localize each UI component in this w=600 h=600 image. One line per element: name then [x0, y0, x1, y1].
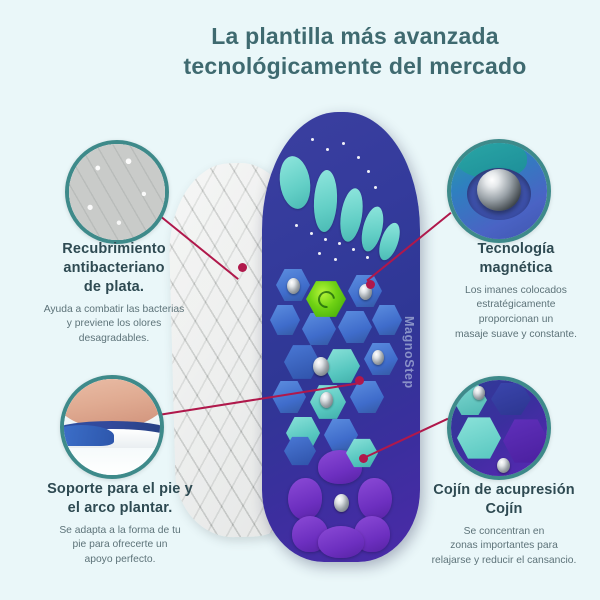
callout-heading-cushion: Cojín de acupresión Cojín [408, 481, 600, 519]
callout-body-silver: Ayuda a combatir las bacterias y previen… [14, 303, 214, 347]
heading-line: Tecnología [477, 241, 555, 257]
callout-image-cushion[interactable] [447, 376, 551, 480]
magnet-stud [320, 392, 333, 408]
callout-heading-arch: Soporte para el pie y el arco plantar. [14, 480, 226, 518]
texture-dot [326, 148, 330, 152]
callout-text-silver: Recubrimiento antibacteriano de plata. A… [14, 240, 214, 346]
body-line: Ayuda a combatir las bacterias [43, 303, 185, 315]
insole-blue-layer [64, 425, 114, 447]
toe-pad [312, 169, 339, 233]
cushion-magnet-stud [473, 386, 485, 400]
magnet-stud [287, 278, 300, 294]
callout-text-arch: Soporte para el pie y el arco plantar. S… [14, 480, 226, 568]
acupressure-cushion-icon [451, 380, 547, 476]
callout-image-magnet[interactable] [447, 139, 551, 243]
heading-line: el arco plantar. [67, 499, 173, 516]
body-line: apoyo perfecto. [84, 553, 156, 565]
callout-text-magnet: Tecnología magnética Los imanes colocado… [432, 240, 600, 342]
callout-body-magnet: Los imanes colocados estratégicamente pr… [432, 284, 600, 342]
foot-skin-shape [64, 379, 160, 429]
body-line: relajarse y reducir el cansancio. [431, 554, 577, 566]
page-title-line-2: tecnológicamente del mercado [183, 52, 527, 79]
chrome-magnet-ball [477, 169, 521, 212]
callout-image-arch[interactable] [60, 375, 164, 479]
body-line: Los imanes colocados [465, 284, 567, 296]
pressure-cell [338, 311, 372, 343]
pressure-cell [350, 381, 384, 413]
texture-dot [310, 232, 314, 236]
connector-endpoint-silver [238, 263, 247, 272]
heel-magnet-stud [334, 494, 349, 512]
texture-dot [352, 248, 356, 252]
texture-dot [324, 238, 328, 242]
callout-body-arch: Se adapta a la forma de tu pie para ofre… [14, 524, 226, 568]
body-line: y previene los olores [66, 318, 162, 330]
heel-pad [358, 478, 392, 520]
pressure-cell [270, 304, 300, 336]
callout-body-cushion: Se concentran en zonas importantes para … [408, 525, 600, 569]
heading-line: Soporte para el pie y [47, 481, 193, 497]
texture-dot [342, 142, 346, 146]
magnet-stud [372, 350, 384, 365]
heading-line: Cojín [485, 500, 523, 517]
texture-dot [367, 170, 371, 174]
heading-line: magnética [479, 259, 553, 276]
page-title: La plantilla más avanzada tecnológicamen… [120, 22, 590, 82]
heading-line: Cojín de acupresión [433, 482, 575, 498]
body-line: masaje suave y constante. [455, 328, 577, 340]
callout-text-cushion: Cojín de acupresión Cojín Se concentran … [408, 481, 600, 569]
texture-dot [366, 256, 370, 260]
connector-endpoint-magnet [366, 280, 375, 289]
magnet-stud [313, 357, 329, 376]
pressure-cell [324, 349, 360, 383]
blue-insole-illustration: MagnoStep [262, 112, 420, 562]
foot-arch-profile-icon [64, 379, 160, 475]
callout-image-silver[interactable] [65, 140, 169, 244]
texture-dot [334, 258, 338, 262]
connector-endpoint-cushion [359, 454, 368, 463]
brand-logo-hexagon [306, 281, 346, 317]
pressure-cell [272, 381, 306, 413]
connector-endpoint-arch [355, 376, 364, 385]
pressure-cell [302, 313, 336, 345]
callout-heading-magnet: Tecnología magnética [432, 240, 600, 278]
body-line: desagradables. [78, 332, 150, 344]
callout-heading-silver: Recubrimiento antibacteriano de plata. [14, 240, 214, 297]
cushion-cell [503, 419, 547, 463]
body-line: Se concentran en [463, 525, 545, 537]
body-line: pie para ofrecerte un [72, 539, 168, 551]
pressure-cell [284, 436, 316, 466]
texture-dot [374, 186, 378, 190]
heel-pad [318, 526, 364, 558]
body-line: proporcionan un [478, 313, 554, 325]
silver-hexagon-texture-icon [69, 144, 165, 240]
texture-dot [295, 224, 299, 228]
body-line: Se adapta a la forma de tu [59, 524, 181, 536]
logo-swirl-icon [314, 287, 338, 311]
brand-name-label: MagnoStep [402, 316, 416, 389]
texture-dot [338, 242, 342, 246]
cushion-cell [457, 417, 501, 459]
pressure-cell [372, 304, 402, 336]
heel-pad [288, 478, 322, 520]
cushion-cell [491, 383, 531, 415]
page-title-line-1: La plantilla más avanzada [211, 23, 499, 49]
magnetic-ball-icon [451, 143, 547, 239]
body-line: zonas importantes para [450, 540, 558, 552]
heading-line: de plata. [83, 278, 145, 295]
texture-dot [357, 156, 361, 160]
heading-line: Recubrimiento [62, 241, 166, 257]
cushion-magnet-stud [497, 458, 510, 473]
toe-pad [276, 154, 314, 211]
heading-line: antibacteriano [63, 259, 165, 276]
texture-dot [311, 138, 315, 142]
body-line: estratégicamente [476, 299, 556, 311]
texture-dot [318, 252, 322, 256]
